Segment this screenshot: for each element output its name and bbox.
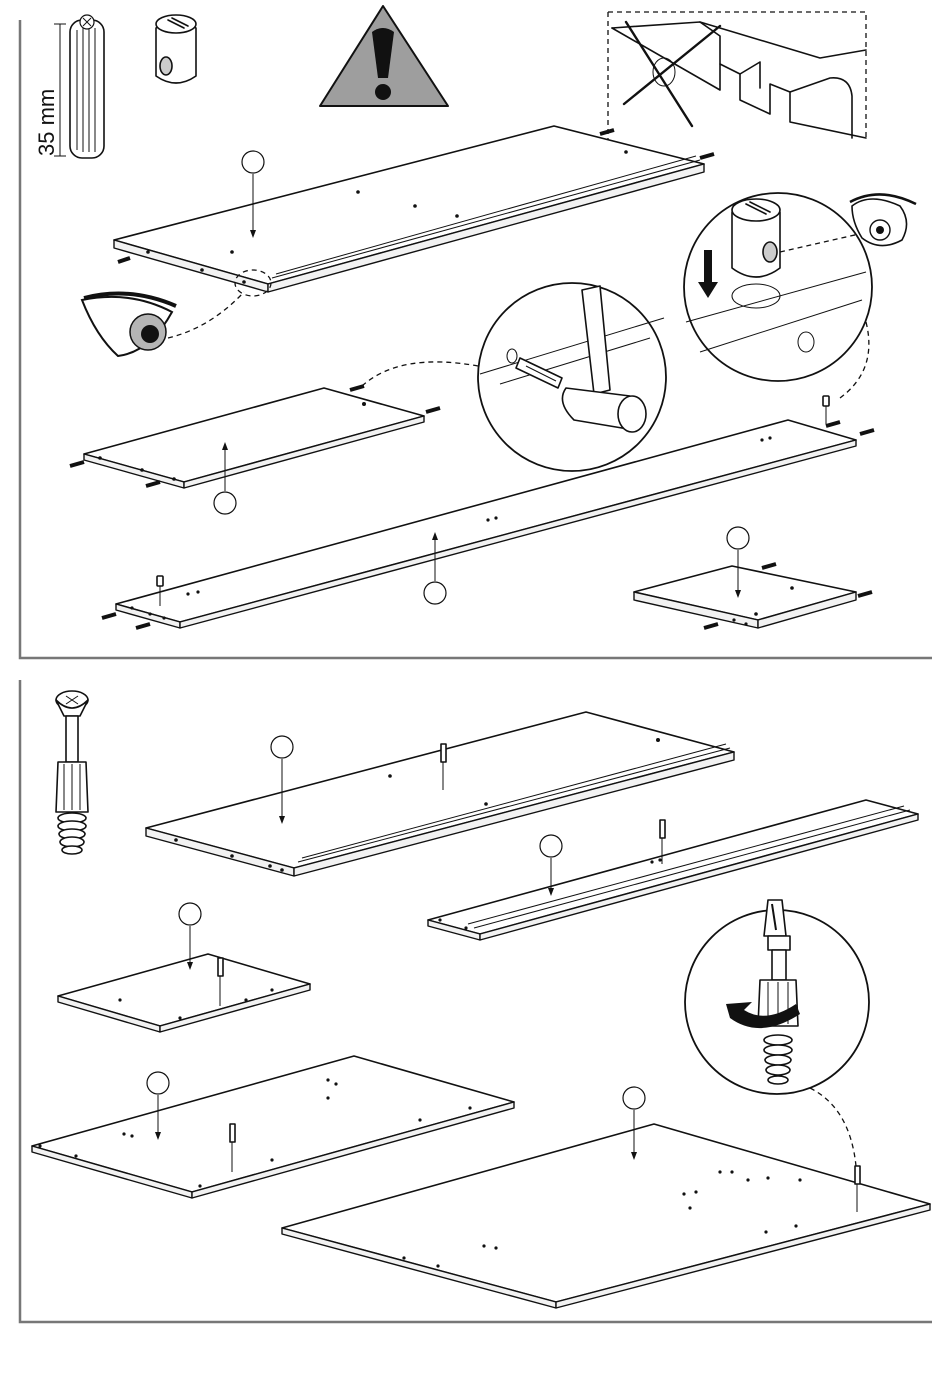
dowel-hammer-detail xyxy=(478,283,666,471)
small-panel-step2 xyxy=(58,903,310,1032)
incorrect-orientation-detail xyxy=(608,12,866,140)
screw-in-detail xyxy=(685,900,869,1166)
top-panel-step2 xyxy=(146,712,734,876)
cam-bolt-part xyxy=(56,691,88,854)
eye-icon xyxy=(82,292,244,356)
warning-icon xyxy=(320,6,448,106)
cam-nut-part xyxy=(156,15,196,83)
large-panel-left-step2 xyxy=(32,1056,514,1198)
small-panel-step1 xyxy=(634,527,872,628)
dowel-part: 35 mm xyxy=(34,15,104,158)
shelf-panel-step1 xyxy=(70,362,478,514)
dowel-length-label: 35 mm xyxy=(34,89,59,156)
top-panel-step1 xyxy=(114,126,714,296)
cam-nut-insertion-detail xyxy=(684,193,916,398)
